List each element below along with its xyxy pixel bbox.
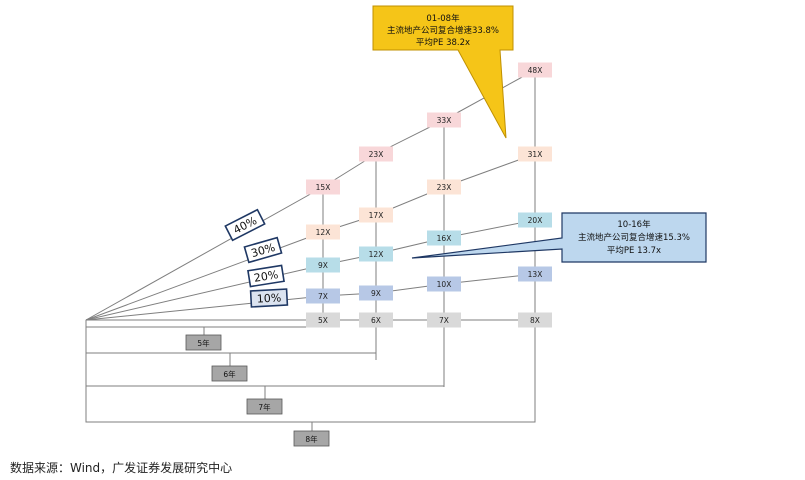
node-r30-3: 23X xyxy=(427,179,461,195)
node-base-2: 6X xyxy=(359,312,393,328)
source-note: 数据来源：Wind，广发证券发展研究中心 xyxy=(10,461,233,475)
node-r20-4: 20X xyxy=(518,212,552,228)
node-label: 13X xyxy=(528,270,543,279)
node-r40-3: 33X xyxy=(427,112,461,128)
node-label: 9X xyxy=(318,261,328,270)
node-label: 17X xyxy=(369,211,384,220)
node-r40-1: 15X xyxy=(306,179,340,195)
period-box-7y: 7年 xyxy=(246,398,283,415)
node-r40-2: 23X xyxy=(359,146,393,162)
period-box-8y: 8年 xyxy=(293,430,330,447)
rate-label-30: 30% xyxy=(243,236,283,264)
node-r10-4: 13X xyxy=(518,266,552,282)
node-base-4: 8X xyxy=(518,312,552,328)
node-label: 7X xyxy=(318,292,328,301)
callout-2010-2016: 10-16年 主流地产公司复合增速15.3% 平均PE 13.7x xyxy=(411,212,707,263)
node-r20-1: 9X xyxy=(306,257,340,273)
node-r30-4: 31X xyxy=(518,146,552,162)
node-r10-1: 7X xyxy=(306,288,340,304)
period-brackets xyxy=(85,320,536,431)
svg-text:10%: 10% xyxy=(256,291,281,305)
callout2-line1: 10-16年 xyxy=(617,219,651,230)
node-label: 31X xyxy=(528,150,543,159)
node-r20-3: 16X xyxy=(427,230,461,246)
period-box-5y: 5年 xyxy=(185,334,222,351)
callout1-line3: 平均PE 38.2x xyxy=(416,37,470,48)
svg-text:30%: 30% xyxy=(250,241,277,260)
rate-label-40: 40% xyxy=(224,208,266,242)
bracket-8y xyxy=(85,386,536,423)
node-r30-1: 12X xyxy=(306,224,340,240)
bracket-7y xyxy=(85,353,445,387)
node-r20-2: 12X xyxy=(359,246,393,262)
node-label: 7X xyxy=(439,316,449,325)
node-label: 5X xyxy=(318,316,328,325)
multiple-nodes: 5X 6X 7X 8X 7X 9X 10X 13X 9X 12X 16X 20X 12X 17X 23X 31… xyxy=(306,62,552,328)
node-base-3: 7X xyxy=(427,312,461,328)
node-r40-4: 48X xyxy=(518,62,552,78)
fan-lines xyxy=(85,69,536,321)
node-r10-3: 10X xyxy=(427,276,461,292)
rate-label-10: 10% xyxy=(249,288,289,308)
node-label: 48X xyxy=(528,66,543,75)
node-label: 16X xyxy=(437,234,452,243)
node-label: 23X xyxy=(437,183,452,192)
bracket-5y xyxy=(85,320,324,328)
fan-line-40 xyxy=(85,69,536,321)
bracket-6y xyxy=(85,327,377,354)
svg-text:6年: 6年 xyxy=(223,369,236,379)
callout1-line1: 01-08年 xyxy=(426,13,460,24)
node-label: 12X xyxy=(316,228,331,237)
callout2-line2: 主流地产公司复合增速15.3% xyxy=(578,232,690,243)
rate-label-20: 20% xyxy=(247,264,285,288)
period-box-6y: 6年 xyxy=(211,365,248,382)
svg-text:8年: 8年 xyxy=(305,434,318,444)
callout2-line3: 平均PE 13.7x xyxy=(607,245,661,256)
svg-text:20%: 20% xyxy=(253,268,279,285)
node-label: 12X xyxy=(369,250,384,259)
node-label: 9X xyxy=(371,289,381,298)
callout-2001-2008: 01-08年 主流地产公司复合增速33.8% 平均PE 38.2x xyxy=(372,5,514,139)
svg-text:5年: 5年 xyxy=(197,338,210,348)
node-base-1: 5X xyxy=(306,312,340,328)
node-r10-2: 9X xyxy=(359,285,393,301)
callout1-line2: 主流地产公司复合增速33.8% xyxy=(387,25,499,36)
node-label: 33X xyxy=(437,116,452,125)
node-r30-2: 17X xyxy=(359,207,393,223)
node-label: 15X xyxy=(316,183,331,192)
svg-text:7年: 7年 xyxy=(258,402,271,412)
node-label: 8X xyxy=(530,316,540,325)
node-label: 10X xyxy=(437,280,452,289)
node-label: 23X xyxy=(369,150,384,159)
node-label: 6X xyxy=(371,316,381,325)
node-label: 20X xyxy=(528,216,543,225)
